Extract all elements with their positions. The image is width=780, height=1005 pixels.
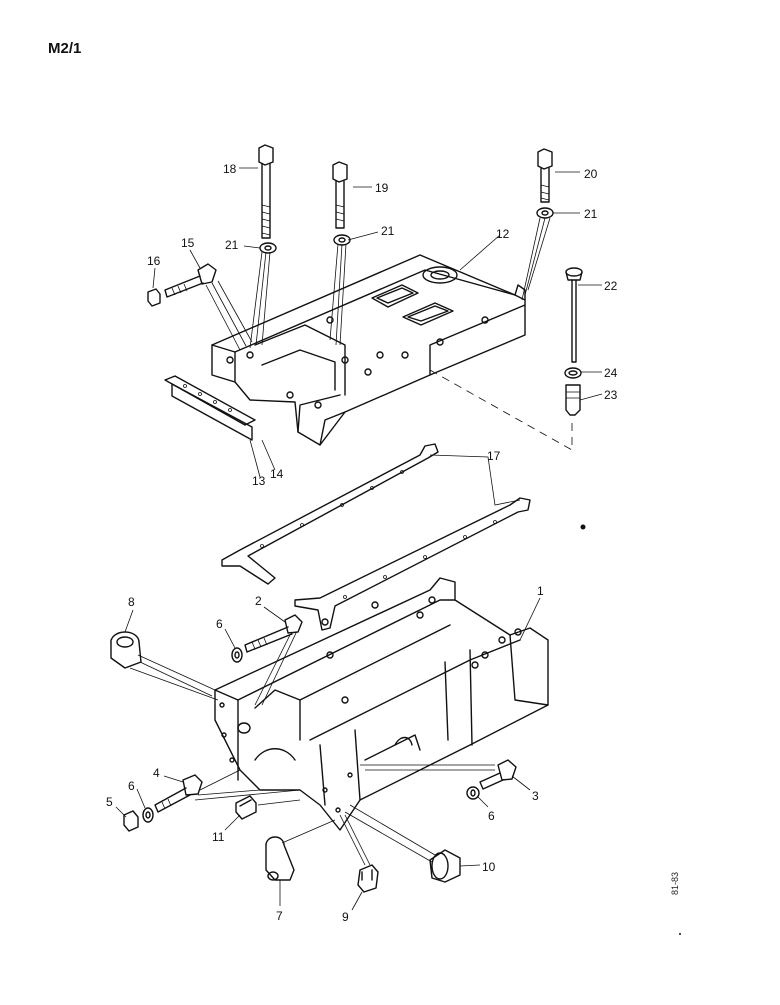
callout-15: 15 <box>181 236 195 250</box>
bolt-15 <box>164 263 217 298</box>
callout-17: 17 <box>487 449 501 463</box>
diagram-code: 81-83 <box>670 871 680 895</box>
callout-5: 5 <box>106 795 113 809</box>
callout-11: 11 <box>212 830 225 844</box>
washer-21 <box>259 207 554 254</box>
gasket-17-lower <box>294 497 531 631</box>
callout-13: 13 <box>252 474 266 488</box>
callout-16: 16 <box>147 254 161 268</box>
callout-24: 24 <box>604 366 618 380</box>
callout-19: 19 <box>375 181 389 195</box>
assembly-leaders <box>205 217 551 351</box>
dipstick-22 <box>565 267 583 363</box>
callout-3: 3 <box>532 789 539 803</box>
callout-21: 21 <box>381 224 395 238</box>
bolt-3 <box>360 759 517 790</box>
bush-8 <box>110 631 219 701</box>
nut-5 <box>123 810 139 832</box>
callout-23: 23 <box>604 388 618 402</box>
callout-leaders <box>115 167 603 911</box>
bolt-4 <box>154 769 301 813</box>
plug-10 <box>344 804 461 883</box>
fitting-9 <box>339 814 379 893</box>
callout-21: 21 <box>584 207 598 221</box>
page-id: M2/1 <box>48 40 82 57</box>
callout-7: 7 <box>276 909 283 923</box>
bolt-18 <box>258 144 274 239</box>
callout-14: 14 <box>270 467 284 481</box>
washer-24 <box>564 367 582 379</box>
callout-2: 2 <box>255 594 262 608</box>
callout-10: 10 <box>482 860 496 874</box>
nut-16 <box>147 288 161 307</box>
part-11-clip <box>235 795 301 820</box>
callout-8: 8 <box>128 595 135 609</box>
callout-6: 6 <box>216 617 223 631</box>
callout-12: 12 <box>496 227 510 241</box>
gasket-plate-13 <box>164 375 256 441</box>
bolt-20 <box>537 148 553 203</box>
callout-22: 22 <box>604 279 618 293</box>
callout-21: 21 <box>225 238 239 252</box>
dashed-assembly-line <box>429 369 573 451</box>
callout-6: 6 <box>128 779 135 793</box>
speck <box>580 524 586 530</box>
top-cover-housing <box>211 254 526 446</box>
callout-9: 9 <box>342 910 349 924</box>
bolt-19 <box>332 161 348 229</box>
bolt-2 <box>244 614 303 706</box>
sump-housing <box>214 577 549 831</box>
callout-4: 4 <box>153 766 160 780</box>
callout-20: 20 <box>584 167 598 181</box>
gasket-17-upper <box>221 443 439 585</box>
dowel-7 <box>265 819 336 881</box>
speck <box>679 933 681 935</box>
callout-6: 6 <box>488 809 495 823</box>
washer-6 <box>142 647 480 823</box>
callout-labels: 1 2 3 4 5 6 6 6 7 8 9 10 11 12 13 14 15 … <box>106 162 618 924</box>
callout-18: 18 <box>223 162 237 176</box>
tube-23 <box>565 384 581 416</box>
callout-1: 1 <box>537 584 544 598</box>
